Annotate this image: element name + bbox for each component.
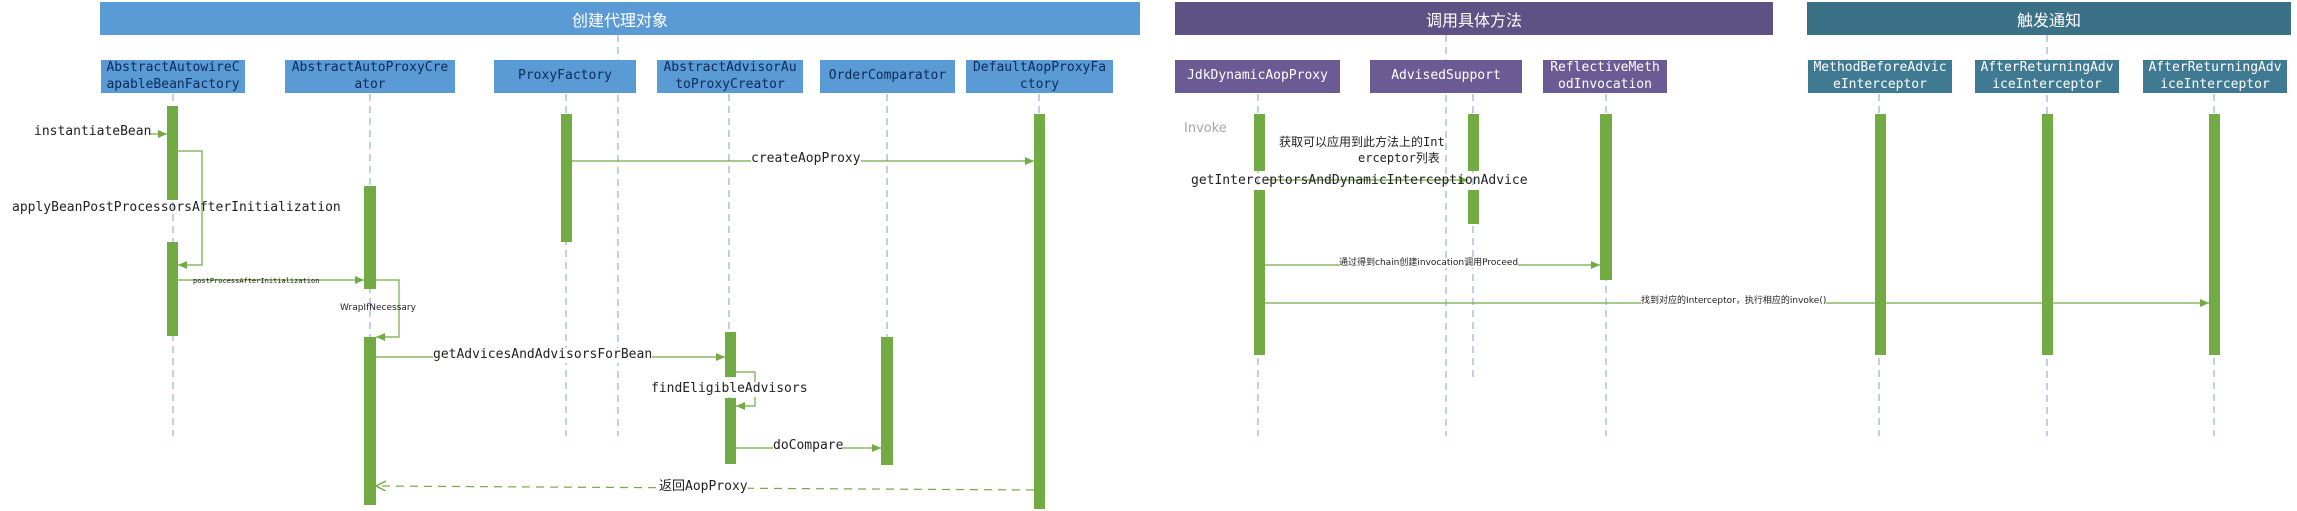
- participant-label-line2: iceInterceptor: [1992, 76, 2102, 92]
- participant-advised-support: AdvisedSupport: [1370, 60, 1522, 93]
- message-get-interceptors-note-line2: erceptor列表: [1358, 151, 1440, 165]
- message-instantiate-bean: instantiateBean: [34, 124, 152, 139]
- participant-proxy-factory: ProxyFactory: [494, 60, 636, 93]
- participant-label-line1: AbstractAdvisorAu: [663, 60, 797, 76]
- message-invoke: Invoke: [1184, 121, 1227, 136]
- activation-3: [561, 114, 572, 242]
- activation-4a: [725, 332, 736, 377]
- activation-6: [1034, 114, 1045, 509]
- activation-2a: [364, 186, 376, 289]
- activations: [167, 106, 2220, 509]
- activation-8a: [1468, 114, 1479, 171]
- activation-4b: [725, 398, 736, 464]
- participant-label-line1: AfterReturningAdv: [1980, 60, 2114, 76]
- activation-9: [1600, 114, 1612, 280]
- activation-12: [2209, 114, 2220, 355]
- message-find-interceptor: 找到对应的Interceptor，执行相应的invoke(): [1641, 296, 1827, 307]
- message-wrap-if-necessary: WrapIfNecessary: [340, 303, 416, 313]
- message-get-interceptors-method: getInterceptorsAndDynamicInterceptionAdv…: [1191, 173, 1528, 188]
- message-return-aop-proxy: 返回AopProxy: [659, 479, 748, 495]
- participant-label-line1: OrderComparator: [828, 68, 947, 84]
- participant-label-line1: AbstractAutowireC: [106, 60, 240, 76]
- arrows: [150, 130, 2209, 490]
- participant-label-line1: MethodBeforeAdvic: [1813, 60, 1947, 76]
- activation-10: [1875, 114, 1886, 355]
- participant-label-line1: AbstractAutoProxyCre: [291, 60, 449, 76]
- participant-label-line1: ProxyFactory: [518, 68, 612, 84]
- participant-label-line1: ReflectiveMeth: [1550, 60, 1660, 76]
- participant-label-line2: iceInterceptor: [2160, 76, 2270, 92]
- participant-order-comparator: OrderComparator: [820, 60, 955, 93]
- participant-label-line1: DefaultAopProxyFa: [972, 60, 1107, 76]
- participant-label-line2: eInterceptor: [1833, 76, 1927, 92]
- message-chain-proceed: 通过得到chain创建invocation调用Proceed: [1339, 258, 1519, 269]
- participant-label-line2: apableBeanFactory: [106, 76, 240, 92]
- message-post-process-after: postProcessAfterInitialization: [193, 277, 320, 285]
- activation-5: [881, 337, 893, 465]
- message-get-interceptors-note-line1: 获取可以应用到此方法上的Int: [1279, 135, 1445, 149]
- activation-8b: [1468, 190, 1479, 224]
- arrow-apply-bean-post-processors: [178, 150, 203, 269]
- participant-label-line2: ator: [354, 76, 386, 92]
- message-do-compare: doCompare: [773, 438, 844, 454]
- lifelines: [172, 35, 2215, 505]
- message-get-advices-and-advisors: getAdvicesAndAdvisorsForBean: [433, 347, 653, 363]
- participant-label-line1: AfterReturningAdv: [2148, 60, 2282, 76]
- activation-7b: [1254, 190, 1265, 355]
- participant-jdk-dynamic-aop-proxy: JdkDynamicAopProxy: [1175, 60, 1340, 93]
- arrow-wrap-if-necessary: [376, 279, 400, 341]
- activation-7a: [1254, 114, 1265, 171]
- message-find-eligible-advisors: findEligibleAdvisors: [651, 381, 808, 397]
- participant-label-line1: JdkDynamicAopProxy: [1187, 68, 1328, 84]
- participant-label-line2: ctory: [1019, 76, 1060, 92]
- participant-label-line2: toProxyCreator: [675, 76, 785, 92]
- message-apply-bean-post-processors: applyBeanPostProcessorsAfterInitializati…: [12, 200, 341, 215]
- activation-1b: [167, 242, 178, 336]
- section-header-create-proxy: 创建代理对象: [100, 2, 1140, 35]
- participant-label-line1: AdvisedSupport: [1391, 68, 1501, 84]
- participant-label-line2: odInvocation: [1558, 76, 1652, 92]
- activation-1a: [167, 106, 178, 200]
- section-header-invoke-method: 调用具体方法: [1175, 2, 1773, 35]
- activation-2b: [364, 337, 376, 505]
- section-header-trigger-advice: 触发通知: [1807, 2, 2291, 35]
- message-create-aop-proxy: createAopProxy: [751, 151, 861, 167]
- activation-11: [2042, 114, 2053, 355]
